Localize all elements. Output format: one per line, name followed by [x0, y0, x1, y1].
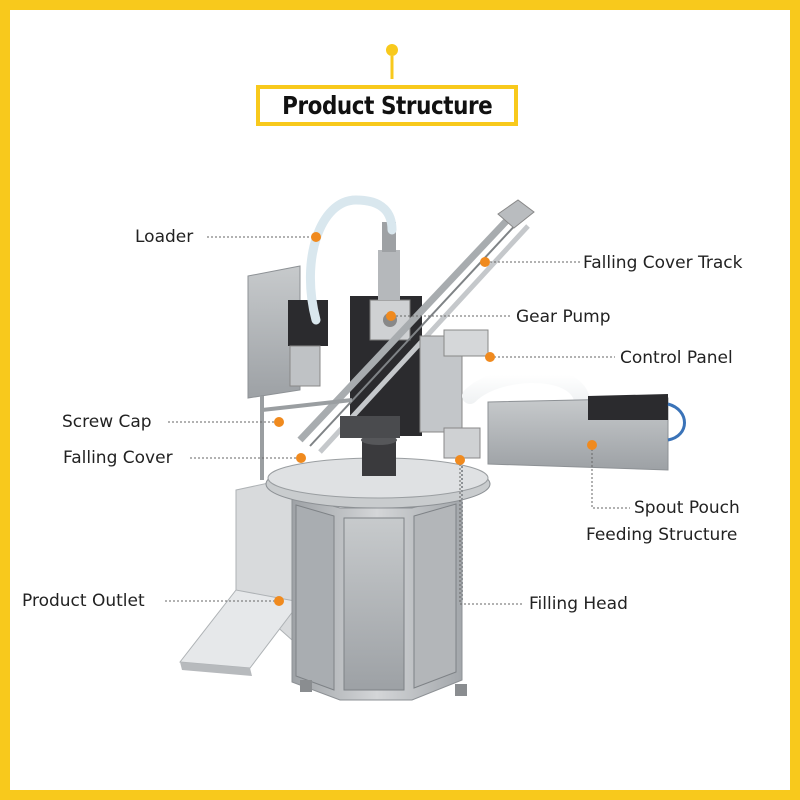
label-spout-pouch-line1: Spout Pouch: [634, 498, 740, 518]
marker-falling-cover: [296, 453, 306, 463]
spout-pouch-rail: [487, 394, 686, 471]
loader-tube: [305, 195, 397, 325]
label-loader: Loader: [135, 227, 194, 247]
label-spout-pouch-line2: Feeding Structure: [586, 525, 738, 545]
marker-screw-cap: [274, 417, 284, 427]
machine-illustration: [165, 44, 686, 701]
marker-loader: [311, 232, 321, 242]
page-title: Product Structure: [281, 91, 493, 120]
label-gear-pump: Gear Pump: [516, 307, 611, 327]
control-panel-column: [419, 329, 489, 433]
loader-column: [247, 265, 328, 399]
screw-cap-assembly: [260, 396, 481, 600]
turntable: [265, 435, 491, 509]
label-filling-head: Filling Head: [529, 594, 628, 614]
marker-falling-cover-track: [480, 257, 490, 267]
label-falling-cover: Falling Cover: [63, 448, 173, 468]
product-outlet-chute: [179, 477, 301, 676]
marker-spout-pouch: [587, 440, 597, 450]
label-product-outlet: Product Outlet: [22, 591, 145, 611]
marker-control-panel: [485, 352, 495, 362]
title-box: Product Structure: [256, 85, 518, 126]
label-screw-cap: Screw Cap: [62, 412, 152, 432]
callout-markers: [274, 232, 597, 606]
label-falling-cover-track: Falling Cover Track: [583, 253, 743, 273]
title-connector: [386, 44, 398, 79]
base-cabinet: [291, 493, 467, 701]
marker-gear-pump: [386, 311, 396, 321]
marker-product-outlet: [274, 596, 284, 606]
marker-filling-head: [455, 455, 465, 465]
pump-housing: [350, 222, 422, 436]
leader-lines: [165, 236, 630, 605]
label-control-panel: Control Panel: [620, 348, 733, 368]
